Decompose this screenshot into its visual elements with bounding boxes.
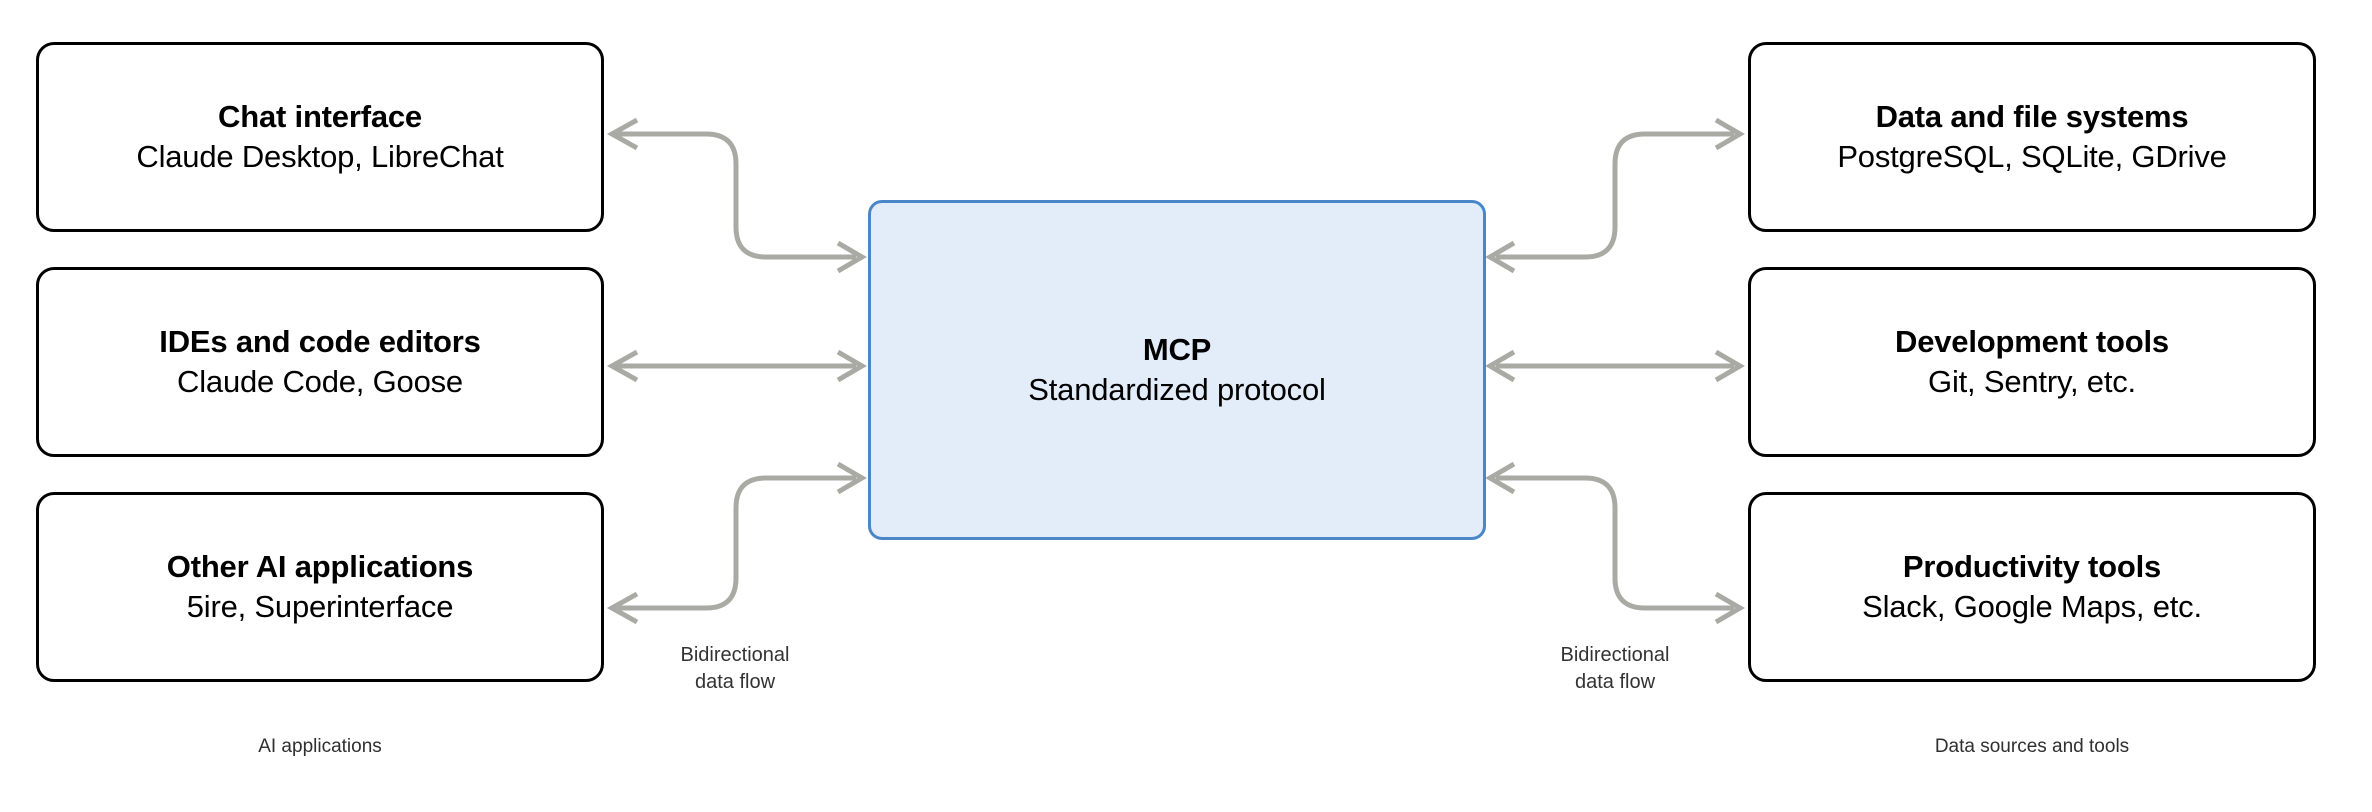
arrowhead-left <box>1485 349 1516 383</box>
node-ides-and-code-editors[interactable]: IDEs and code editors Claude Code, Goose <box>36 267 604 457</box>
arrowhead-left <box>606 349 639 383</box>
node-subtitle: 5ire, Superinterface <box>186 589 454 624</box>
arrowhead-left <box>606 117 639 151</box>
node-subtitle: Standardized protocol <box>1028 372 1326 407</box>
flow-label-right: Bidirectional data flow <box>1510 642 1720 696</box>
connector-mcp-to-development-tools <box>1485 349 1745 383</box>
node-title: Other AI applications <box>166 549 474 585</box>
connector-mcp-to-data-file-systems <box>1485 117 1745 274</box>
connector-chat-interface-to-mcp <box>606 117 867 274</box>
node-development-tools[interactable]: Development tools Git, Sentry, etc. <box>1748 267 2316 457</box>
caption-left-column: AI applications <box>258 736 382 757</box>
node-title: Development tools <box>1895 324 2169 360</box>
node-title: MCP <box>1142 332 1212 368</box>
node-subtitle: PostgreSQL, SQLite, GDrive <box>1837 139 2227 174</box>
connector-other-ai-to-mcp <box>606 461 867 625</box>
flow-label-left-line2: data flow <box>694 671 776 693</box>
arrowhead-right <box>1714 591 1745 625</box>
node-subtitle: Slack, Google Maps, etc. <box>1862 589 2202 624</box>
flow-label-left: Bidirectional data flow <box>630 642 840 696</box>
arrowhead-left <box>1485 240 1516 274</box>
node-subtitle: Claude Code, Goose <box>177 364 463 399</box>
node-productivity-tools[interactable]: Productivity tools Slack, Google Maps, e… <box>1748 492 2316 682</box>
node-title: Productivity tools <box>1902 549 2162 585</box>
connector-mcp-to-productivity-tools <box>1485 461 1745 625</box>
node-data-and-file-systems[interactable]: Data and file systems PostgreSQL, SQLite… <box>1748 42 2316 232</box>
arrowhead-right <box>836 349 867 383</box>
arrowhead-left <box>606 591 639 625</box>
node-title: Data and file systems <box>1875 99 2189 135</box>
arrowhead-right <box>836 240 867 274</box>
node-title: IDEs and code editors <box>159 324 481 360</box>
node-mcp-standardized-protocol[interactable]: MCP Standardized protocol <box>868 200 1486 540</box>
node-subtitle: Claude Desktop, LibreChat <box>136 139 504 174</box>
arrowhead-right <box>836 461 867 495</box>
connector-ides-to-mcp <box>606 349 867 383</box>
node-subtitle: Git, Sentry, etc. <box>1928 364 2136 399</box>
flow-label-right-line2: data flow <box>1574 671 1656 693</box>
node-title: Chat interface <box>218 99 422 135</box>
node-other-ai-applications[interactable]: Other AI applications 5ire, Superinterfa… <box>36 492 604 682</box>
arrowhead-left <box>1485 461 1516 495</box>
node-chat-interface[interactable]: Chat interface Claude Desktop, LibreChat <box>36 42 604 232</box>
caption-right-column: Data sources and tools <box>1934 736 2130 757</box>
flow-label-right-line1: Bidirectional <box>1560 644 1670 666</box>
arrowhead-right <box>1714 349 1745 383</box>
arrowhead-right <box>1714 117 1745 151</box>
flow-label-left-line1: Bidirectional <box>680 644 790 666</box>
